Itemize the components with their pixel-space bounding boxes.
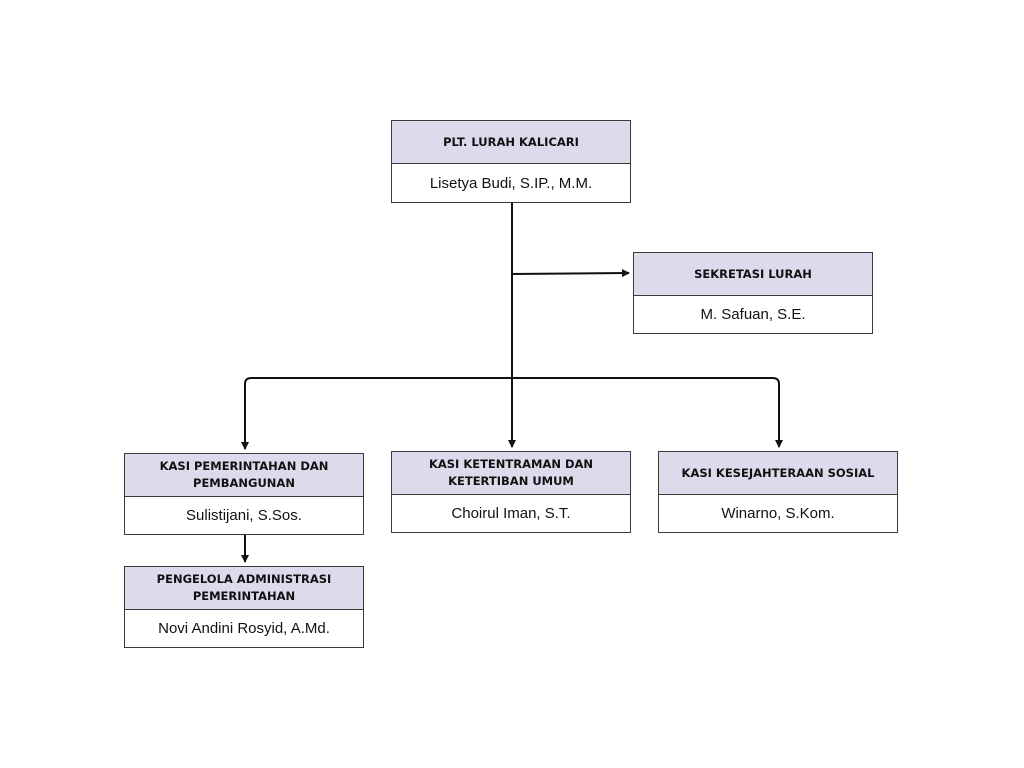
- pengelola-administrasi-box: PENGELOLA ADMINISTRASI PEMERINTAHAN Novi…: [124, 566, 364, 648]
- branch-sekretasi-line: [511, 269, 630, 278]
- branch-right-line: [512, 377, 783, 448]
- pengelola-administrasi-name: Novi Andini Rosyid, A.Md.: [158, 620, 330, 637]
- kasi-kesejahteraan-name: Winarno, S.Kom.: [721, 505, 835, 522]
- kasi-pemerintahan-title: KASI PEMERINTAHAN DAN PEMBANGUNAN: [125, 454, 363, 497]
- kasi-pemerintahan-box: KASI PEMERINTAHAN DAN PEMBANGUNAN Sulist…: [124, 453, 364, 535]
- branch-left-line: [241, 377, 512, 450]
- kasi-ketentraman-name: Choirul Iman, S.T.: [451, 505, 571, 522]
- pengelola-administrasi-title: PENGELOLA ADMINISTRASI PEMERINTAHAN: [125, 567, 363, 610]
- lurah-box: PLT. LURAH KALICARI Lisetya Budi, S.IP.,…: [391, 120, 631, 203]
- kasi-ketentraman-box: KASI KETENTRAMAN DAN KETERTIBAN UMUM Cho…: [391, 451, 631, 533]
- kasi-kesejahteraan-box: KASI KESEJAHTERAAN SOSIAL Winarno, S.Kom…: [658, 451, 898, 533]
- kasi-kesejahteraan-title: KASI KESEJAHTERAAN SOSIAL: [659, 452, 897, 495]
- sekretasi-title: SEKRETASI LURAH: [634, 253, 872, 296]
- lurah-title: PLT. LURAH KALICARI: [392, 121, 630, 164]
- sekretasi-name: M. Safuan, S.E.: [700, 306, 806, 323]
- sekretasi-box: SEKRETASI LURAH M. Safuan, S.E.: [633, 252, 873, 334]
- kasi-pemerintahan-name: Sulistijani, S.Sos.: [186, 507, 302, 524]
- lurah-name: Lisetya Budi, S.IP., M.M.: [429, 174, 593, 192]
- kasi-ketentraman-title: KASI KETENTRAMAN DAN KETERTIBAN UMUM: [392, 452, 630, 495]
